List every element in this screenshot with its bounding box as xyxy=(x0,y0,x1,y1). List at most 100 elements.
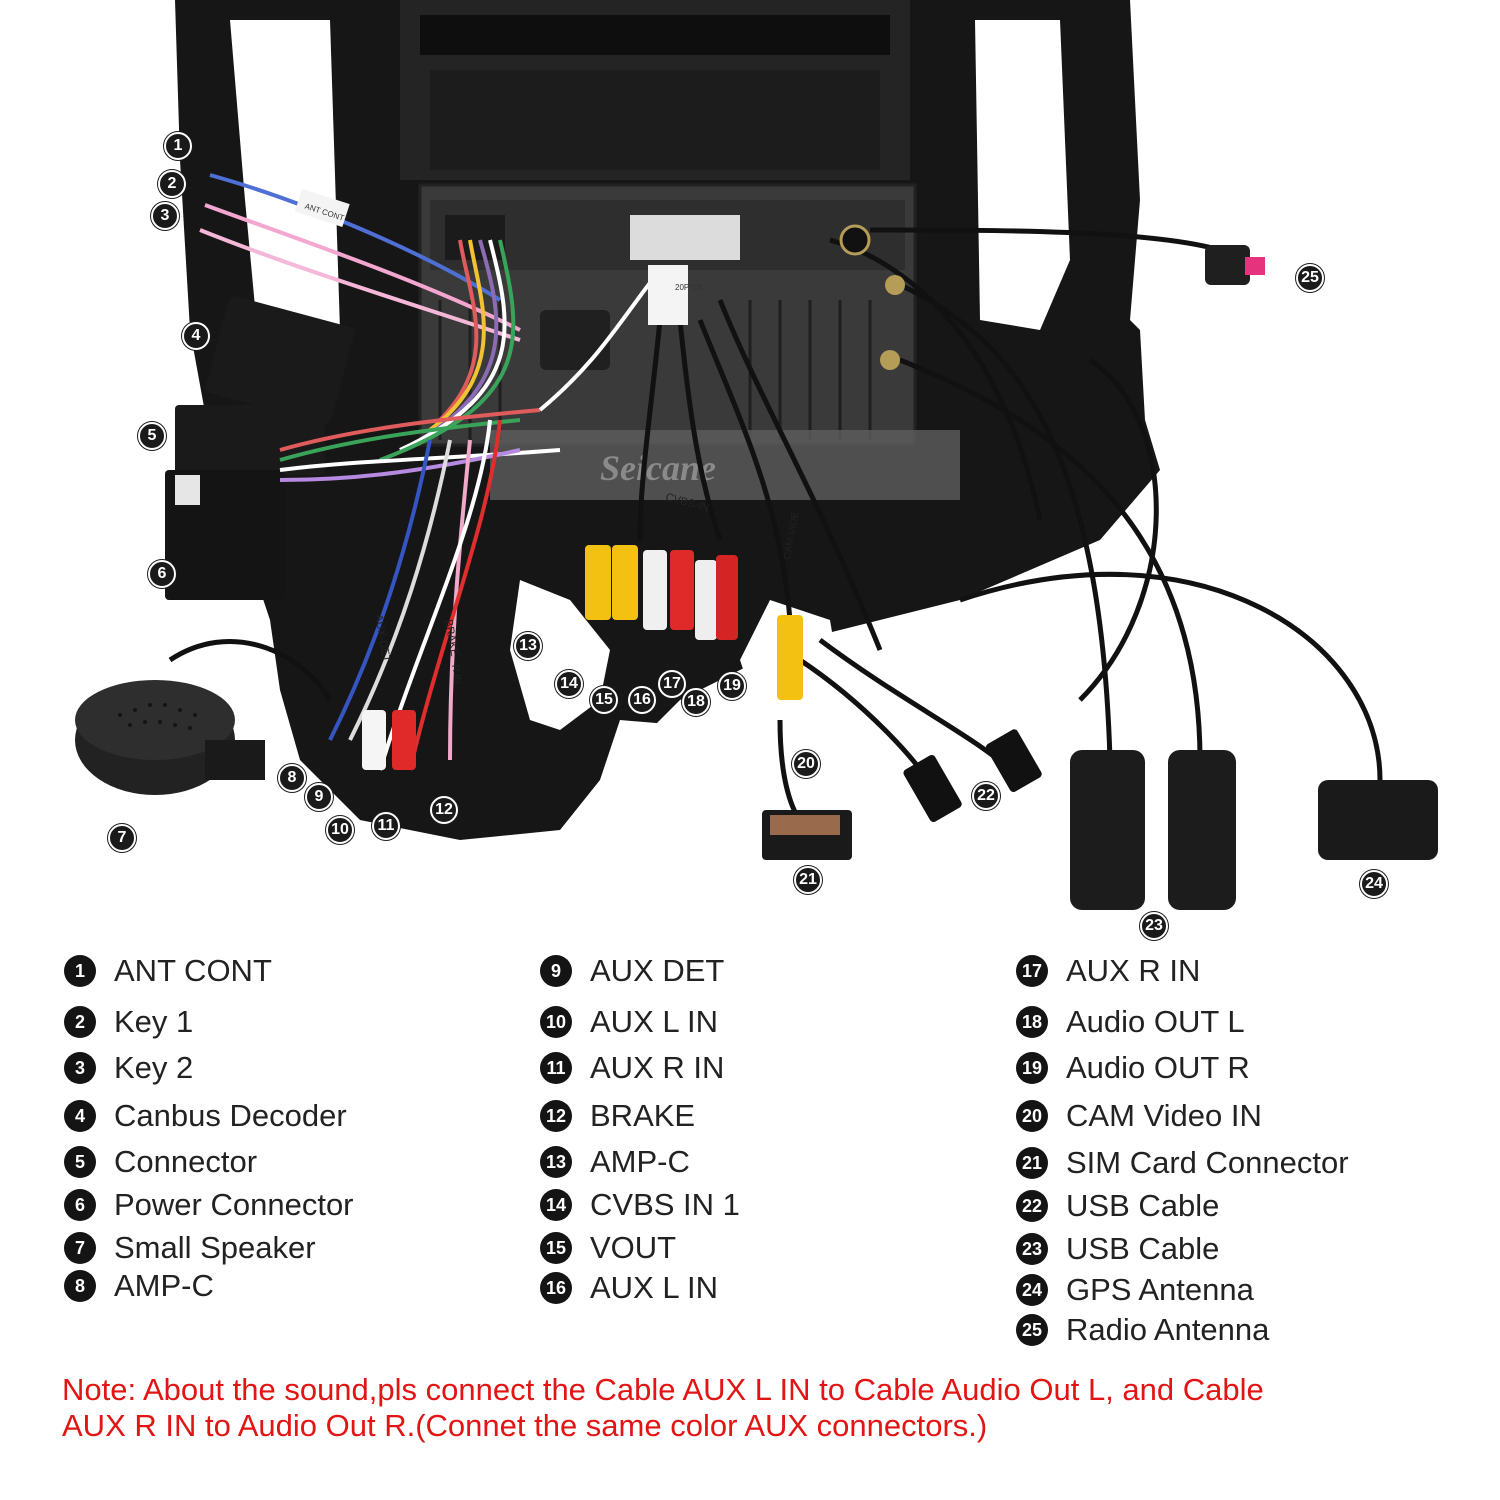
legend-number: 21 xyxy=(1016,1147,1048,1179)
callout-17: 17 xyxy=(658,670,686,698)
legend-number: 15 xyxy=(540,1232,572,1264)
r-in-tag: R IN xyxy=(449,664,463,686)
callout-20: 20 xyxy=(792,750,820,778)
legend-item: 11 AUX R IN xyxy=(540,1050,724,1086)
canbus-decoder xyxy=(205,296,355,424)
legend-item: 15 VOUT xyxy=(540,1230,676,1266)
wire-harness xyxy=(199,173,662,771)
wiring-photo: Seicane xyxy=(75,0,1438,910)
legend-label: Audio OUT R xyxy=(1066,1050,1250,1085)
legend-item: 14 CVBS IN 1 xyxy=(540,1187,740,1223)
legend-number: 17 xyxy=(1016,955,1048,987)
legend-number: 11 xyxy=(540,1052,572,1084)
legend-number: 1 xyxy=(64,955,96,987)
legend-item: 13 AMP-C xyxy=(540,1144,690,1180)
legend-number: 8 xyxy=(64,1270,96,1302)
legend-item: 17 AUX R IN xyxy=(1016,953,1200,989)
legend-label: AUX R IN xyxy=(590,1050,725,1085)
legend-number: 23 xyxy=(1016,1233,1048,1265)
legend-number: 25 xyxy=(1016,1314,1048,1346)
legend-number: 18 xyxy=(1016,1006,1048,1038)
legend-label: AMP-C xyxy=(590,1144,690,1179)
legend-item: 3 Key 2 xyxy=(64,1050,193,1086)
legend-number: 4 xyxy=(64,1100,96,1132)
callout-11: 11 xyxy=(372,812,400,840)
callout-5: 5 xyxy=(138,422,166,450)
legend-label: GPS Antenna xyxy=(1066,1272,1254,1307)
legend-item: 18 Audio OUT L xyxy=(1016,1004,1245,1040)
legend-label: Radio Antenna xyxy=(1066,1312,1270,1347)
ant-cont-tag: ANT CONT 20P CB xyxy=(294,188,702,325)
legend-item: 16 AUX L IN xyxy=(540,1270,718,1306)
legend-label: Key 1 xyxy=(114,1004,194,1039)
connector-block xyxy=(175,405,325,475)
legend-label: Canbus Decoder xyxy=(114,1098,347,1133)
legend-item: 8 AMP-C xyxy=(64,1268,214,1304)
legend-number: 2 xyxy=(64,1006,96,1038)
legend-number: 19 xyxy=(1016,1052,1048,1084)
legend-label: BRAKE xyxy=(590,1098,696,1133)
legend-item: 10 AUX L IN xyxy=(540,1004,718,1040)
legend-item: 5 Connector xyxy=(64,1144,257,1180)
legend-item: 19 Audio OUT R xyxy=(1016,1050,1250,1086)
legend-label: Power Connector xyxy=(114,1187,354,1222)
legend-label: VOUT xyxy=(590,1230,677,1265)
sound-note: Note: About the sound,pls connect the Ca… xyxy=(62,1372,1462,1444)
callout-16: 16 xyxy=(628,686,656,714)
legend-number: 22 xyxy=(1016,1190,1048,1222)
small-speaker xyxy=(75,680,265,795)
legend-item: 12 BRAKE xyxy=(540,1098,695,1134)
callout-8: 8 xyxy=(278,764,306,792)
legend-label: USB Cable xyxy=(1066,1188,1220,1223)
legend-number: 24 xyxy=(1016,1274,1048,1306)
gps-antenna xyxy=(1318,780,1438,860)
legend-label: Key 2 xyxy=(114,1050,194,1085)
usb-sim-connectors xyxy=(762,729,1042,860)
legend-label: SIM Card Connector xyxy=(1066,1145,1349,1180)
legend-label: AMP-C xyxy=(114,1268,214,1303)
legend-item: 2 Key 1 xyxy=(64,1004,193,1040)
legend-item: 25 Radio Antenna xyxy=(1016,1312,1269,1348)
legend-number: 7 xyxy=(64,1232,96,1264)
legend-label: CAM Video IN xyxy=(1066,1098,1262,1133)
legend-number: 20 xyxy=(1016,1100,1048,1132)
callout-9: 9 xyxy=(305,783,333,811)
callout-2: 2 xyxy=(158,170,186,198)
callout-21: 21 xyxy=(794,866,822,894)
callout-14: 14 xyxy=(555,670,583,698)
legend-number: 6 xyxy=(64,1189,96,1221)
legend-label: Connector xyxy=(114,1144,258,1179)
note-line-1: Note: About the sound,pls connect the Ca… xyxy=(62,1372,1264,1407)
bracket-top xyxy=(400,0,910,180)
legend-item: 6 Power Connector xyxy=(64,1187,354,1223)
legend-number: 10 xyxy=(540,1006,572,1038)
legend-number: 14 xyxy=(540,1189,572,1221)
legend-label: Audio OUT L xyxy=(1066,1004,1245,1039)
callout-23: 23 xyxy=(1140,912,1168,940)
legend-number: 3 xyxy=(64,1052,96,1084)
callout-6: 6 xyxy=(148,560,176,588)
legend-label: AUX R IN xyxy=(1066,953,1201,988)
legend-item: 22 USB Cable xyxy=(1016,1188,1219,1224)
callout-19: 19 xyxy=(718,672,746,700)
legend-item: 20 CAM Video IN xyxy=(1016,1098,1262,1134)
callout-24: 24 xyxy=(1360,870,1388,898)
legend-number: 5 xyxy=(64,1146,96,1178)
legend-label: AUX L IN xyxy=(590,1004,719,1039)
legend-item: 21 SIM Card Connector xyxy=(1016,1145,1349,1181)
note-line-2: AUX R IN to Audio Out R.(Connet the same… xyxy=(62,1408,988,1443)
legend-label: CVBS IN 1 xyxy=(590,1187,740,1222)
callout-10: 10 xyxy=(326,816,354,844)
legend-label: Small Speaker xyxy=(114,1230,316,1265)
legend-number: 13 xyxy=(540,1146,572,1178)
legend-number: 16 xyxy=(540,1272,572,1304)
legend-item: 4 Canbus Decoder xyxy=(64,1098,347,1134)
svg-text:20P CB: 20P CB xyxy=(675,283,702,292)
legend-label: AUX L IN xyxy=(590,1270,719,1305)
callout-7: 7 xyxy=(108,824,136,852)
legend-item: 24 GPS Antenna xyxy=(1016,1272,1254,1308)
legend-number: 12 xyxy=(540,1100,572,1132)
